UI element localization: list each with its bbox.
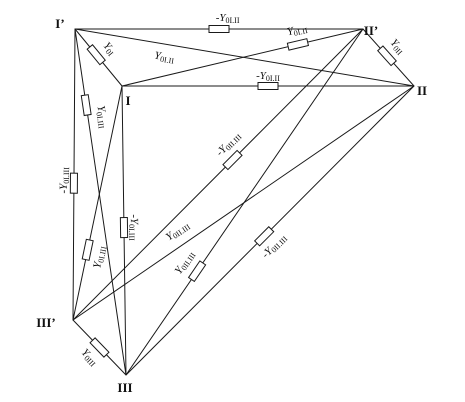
wire-Ip-III <box>74 28 127 376</box>
resistor-I-IIp <box>286 38 310 51</box>
wire-IIp-IIIp <box>72 28 364 321</box>
resistor-IIp-III <box>187 260 207 283</box>
node-label-IIIp: III’ <box>36 315 56 330</box>
resistor-I-IIIp <box>81 238 94 261</box>
resistor-Ip-I <box>86 44 106 66</box>
resistor-Ip-IIp <box>208 25 230 33</box>
wire-I-IIIp <box>72 85 123 321</box>
edge-label-Ip-IIp: -Y0I.II <box>216 12 240 25</box>
node-label-I: I <box>125 93 130 108</box>
wire-II-IIIp <box>72 85 415 321</box>
resistor-I-II <box>257 82 279 90</box>
resistor-IIp-II <box>377 45 397 67</box>
edge-label-Ip-I: Y0I <box>100 40 119 59</box>
node-label-Ip: I’ <box>55 16 64 31</box>
resistor-Ip-IIIp <box>69 172 78 194</box>
resistor-II-III <box>253 226 275 247</box>
resistor-IIp-IIIp <box>222 149 243 171</box>
edge-label-I-II: -Y0I.II <box>256 70 280 83</box>
edge-label-I-III: -Y0I.III <box>127 214 141 241</box>
edge-label-Ip-III: Y0I.III <box>94 105 111 130</box>
node-label-II: II <box>417 83 427 98</box>
resistor-Ip-III <box>80 94 92 117</box>
wire-layer <box>72 28 415 376</box>
resistor-layer <box>69 25 397 358</box>
edge-label-II-IIIp: Y0II.III <box>163 218 192 244</box>
resistor-I-III <box>119 217 129 239</box>
wire-I-IIp <box>121 28 364 87</box>
edge-label-Ip-II: Y0I.II <box>153 49 175 66</box>
edge-label-I-IIIp: Y0I.III <box>91 244 109 269</box>
node-label-III: III <box>117 380 132 395</box>
edge-label-I-IIp: Y0I.II <box>286 22 309 40</box>
resistor-IIIp-III <box>89 337 110 358</box>
node-label-IIp: II’ <box>364 23 378 38</box>
edge-label-Ip-IIIp: -Y0I.III <box>57 167 70 194</box>
